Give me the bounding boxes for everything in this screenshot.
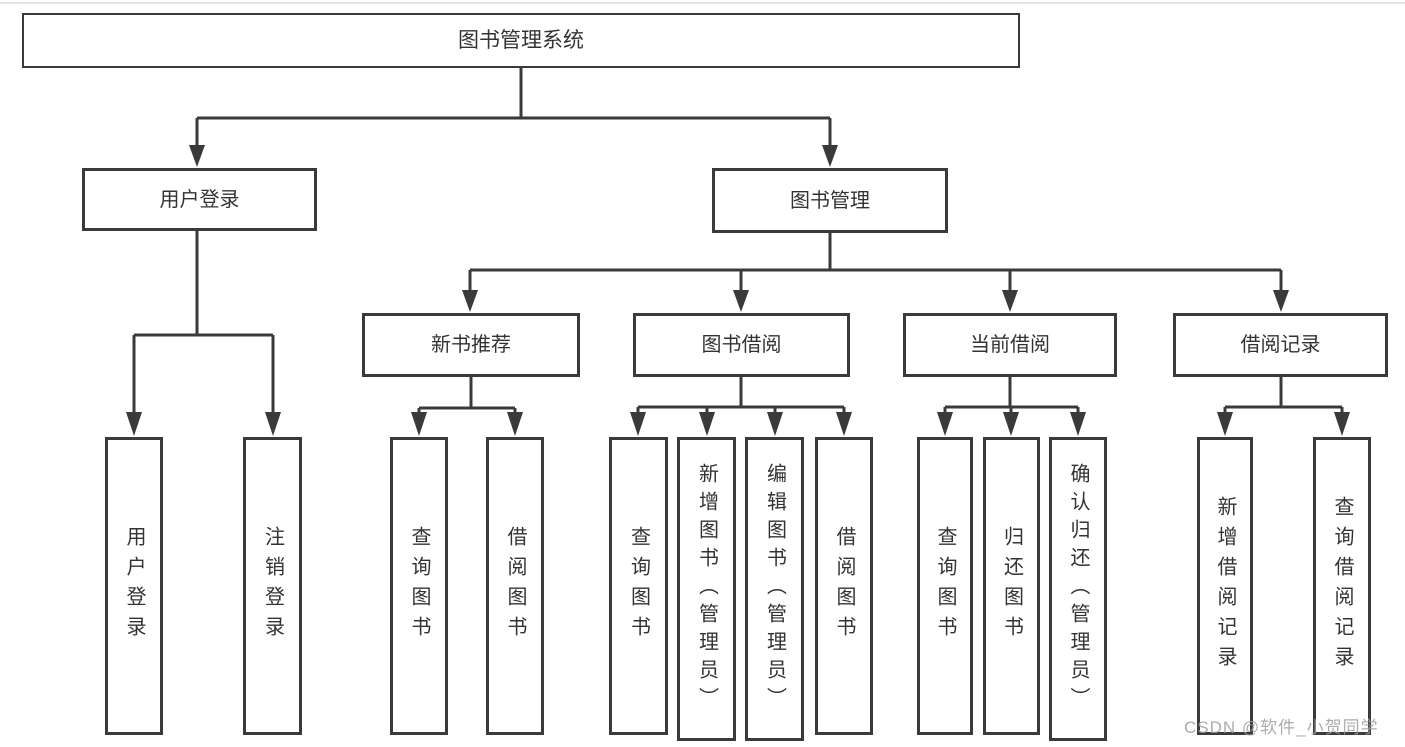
leaf-borrowing-borrow-books: 借阅图书 bbox=[815, 437, 873, 735]
csdn-watermark: CSDN @软件_小贺同学 bbox=[1184, 718, 1379, 737]
node-label: 查询图书 bbox=[934, 526, 956, 646]
node-label: 新增图书（管理员） bbox=[695, 463, 718, 715]
leaf-user-login: 用户登录 bbox=[105, 437, 163, 735]
node-current-borrowing: 当前借阅 bbox=[903, 313, 1117, 377]
node-label: 图书管理系统 bbox=[458, 28, 584, 52]
node-book-borrowing: 图书借阅 bbox=[633, 313, 850, 377]
leaf-recommend-query-books: 查询图书 bbox=[390, 437, 448, 735]
top-divider-line bbox=[0, 2, 1405, 4]
leaf-records-query-record: 查询借阅记录 bbox=[1313, 437, 1371, 735]
node-label: 编辑图书（管理员） bbox=[763, 463, 786, 715]
node-new-book-recommend: 新书推荐 bbox=[362, 313, 580, 377]
node-label: 图书管理 bbox=[790, 189, 870, 212]
leaf-current-query-books: 查询图书 bbox=[917, 437, 973, 735]
node-label: 查询借阅记录 bbox=[1331, 496, 1353, 676]
node-label: 用户登录 bbox=[159, 188, 240, 211]
node-user-login: 用户登录 bbox=[82, 168, 317, 231]
leaf-borrowing-edit-books-admin: 编辑图书（管理员） bbox=[745, 437, 804, 741]
node-label: 借阅图书 bbox=[504, 526, 526, 646]
node-label: 查询图书 bbox=[627, 526, 650, 646]
node-library-management-system: 图书管理系统 bbox=[22, 13, 1020, 68]
node-label: 当前借阅 bbox=[970, 334, 1050, 356]
leaf-logout: 注销登录 bbox=[243, 437, 302, 735]
leaf-current-return-books: 归还图书 bbox=[983, 437, 1040, 735]
node-label: 新增借阅记录 bbox=[1214, 496, 1236, 676]
node-label: 确认归还（管理员） bbox=[1067, 463, 1089, 715]
node-label: 用户登录 bbox=[123, 526, 145, 646]
leaf-current-confirm-return-admin: 确认归还（管理员） bbox=[1049, 437, 1107, 741]
node-label: 图书借阅 bbox=[701, 334, 782, 356]
leaf-borrowing-add-books-admin: 新增图书（管理员） bbox=[677, 437, 736, 741]
node-label: 注销登录 bbox=[261, 526, 284, 646]
node-label: 借阅图书 bbox=[833, 526, 855, 646]
node-label: 借阅记录 bbox=[1240, 334, 1321, 356]
node-book-management: 图书管理 bbox=[712, 168, 948, 233]
node-borrow-records: 借阅记录 bbox=[1173, 313, 1388, 377]
leaf-recommend-borrow-books: 借阅图书 bbox=[486, 437, 544, 735]
leaf-records-add-record: 新增借阅记录 bbox=[1197, 437, 1253, 735]
leaf-borrowing-query-books: 查询图书 bbox=[609, 437, 668, 735]
node-label: 新书推荐 bbox=[431, 334, 511, 356]
node-label: 归还图书 bbox=[1000, 526, 1023, 646]
node-label: 查询图书 bbox=[408, 526, 430, 646]
